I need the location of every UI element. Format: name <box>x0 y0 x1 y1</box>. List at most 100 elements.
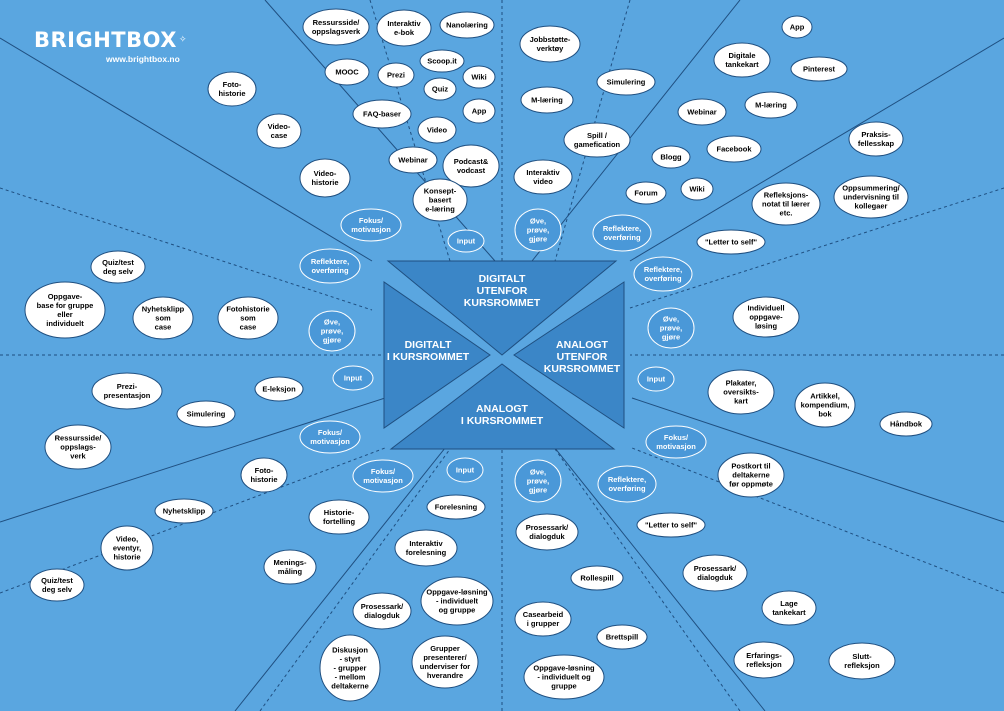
phase-fokus-right-label: Fokus/motivasjon <box>656 433 696 451</box>
bubble-quiz-left-bottom-shape <box>29 568 85 602</box>
bubble-grupper-presenterer-shape <box>411 635 479 689</box>
bubble-simulering-left-label: Simulering <box>187 410 226 419</box>
bubble-mooc-shape <box>324 58 370 86</box>
bubble-webinar-right-label: Webinar <box>687 108 717 117</box>
bubble-sluttrefleksjon-label: Slutt-refleksjon <box>844 652 880 670</box>
phase-fokus-left-shape <box>299 420 361 454</box>
bubble-nanolaering-label: Nanolæring <box>446 21 488 30</box>
phase-fokus-bottom: Fokus/motivasjon <box>352 459 414 493</box>
bubble-videocase: Video-case <box>256 113 302 149</box>
bubble-prezi-presentasjon-shape <box>91 372 163 410</box>
bubble-letter-bottom: "Letter to self" <box>636 512 706 538</box>
brand-mark-icon: ✧ <box>178 35 187 45</box>
phase-ove-right: Øve,prøve,gjøre <box>647 307 695 349</box>
bubble-pinterest-shape <box>790 56 848 82</box>
bubble-forum-label: Forum <box>634 189 658 198</box>
bubble-quiz-top: Quiz <box>423 77 457 101</box>
bubble-mlaering-top: M-læring <box>520 86 574 114</box>
phase-input-right-label: Input <box>647 375 666 384</box>
bubble-prezi-top-label: Prezi <box>387 71 405 80</box>
divider-line <box>631 397 1004 523</box>
bubble-ressursside-left-shape <box>44 424 112 470</box>
bubble-forelesning: Forelesning <box>426 494 486 520</box>
bubble-mlaering-right: M-læring <box>744 91 798 119</box>
bubble-historiefortelling-label: Historie-fortelling <box>323 508 355 526</box>
phase-reflektere-bottom-label: Reflektere,overføring <box>608 475 646 493</box>
bubble-eleksjon-shape <box>254 376 304 402</box>
bubble-simulering-left-shape <box>176 400 236 428</box>
phase-labels: Fokus/motivasjonInputØve,prøve,gjøreRefl… <box>299 208 707 503</box>
bubble-facebook-label: Facebook <box>716 145 752 154</box>
bubble-lage-tankekart-shape <box>761 590 817 626</box>
bubble-videocase-label: Video-case <box>268 122 291 140</box>
bubble-simulering-top-shape <box>596 68 656 96</box>
brand-url: www.brightbox.no <box>106 54 180 64</box>
bubble-spill-shape <box>563 122 631 158</box>
bubble-mlaering-top-label: M-læring <box>531 96 563 105</box>
bubble-prosessark-bottom-shape <box>352 592 412 630</box>
bubble-app-right-shape <box>781 15 813 39</box>
phase-reflektere-right-shape <box>633 256 693 292</box>
divider-line <box>0 397 386 523</box>
bubble-prosessark-right-shape <box>682 554 748 592</box>
bubble-brettspill-label: Brettspill <box>606 633 639 642</box>
bubble-handbok: Håndbok <box>879 411 933 437</box>
bubble-brettspill: Brettspill <box>596 624 648 650</box>
phase-reflektere-left-label: Reflektere,overføring <box>311 257 349 275</box>
bubble-spill-label: Spill /gamefication <box>574 131 621 149</box>
bubble-fotohistorie-top: Foto-historie <box>207 71 257 107</box>
bubble-forum-shape <box>625 181 667 205</box>
bubble-plakater-label: Plakater,oversikts-kart <box>723 379 759 406</box>
bubble-eleksjon: E-leksjon <box>254 376 304 402</box>
bubble-wiki-right-label: Wiki <box>689 185 704 194</box>
phase-input-left-label: Input <box>344 374 363 383</box>
bubble-forelesning-label: Forelesning <box>435 503 478 512</box>
bubble-wiki-top: Wiki <box>462 65 496 89</box>
bubble-artikkel: Artikkel,kompendium,bok <box>794 382 856 428</box>
bubble-webinar-top: Webinar <box>388 146 438 174</box>
bubble-wiki-right: Wiki <box>680 177 714 201</box>
bubble-individuell-oppgave-shape <box>732 296 800 338</box>
bubble-prosessark-bottom-label: Prosessark/dialogduk <box>361 602 404 620</box>
bubble-wiki-top-shape <box>462 65 496 89</box>
bubble-quiz-top-label: Quiz <box>432 85 448 94</box>
bubble-ressursside-left-label: Ressursside/oppslags-verk <box>55 434 103 461</box>
bubble-letter-bottom-label: "Letter to self" <box>645 521 698 530</box>
bubble-webinar-right-shape <box>677 98 727 126</box>
bubble-handbok-shape <box>879 411 933 437</box>
bubble-webinar-right: Webinar <box>677 98 727 126</box>
bubble-artikkel-shape <box>794 382 856 428</box>
bubble-digitale-tankekart-shape <box>713 42 771 78</box>
bubble-erfaringsrefleksjon: Erfarings-refleksjon <box>733 641 795 679</box>
quadrant-right <box>513 281 625 429</box>
bubble-fotohistorie-top-label: Foto-historie <box>218 80 245 98</box>
bubble-app-right: App <box>781 15 813 39</box>
bubble-handbok-label: Håndbok <box>890 420 923 429</box>
bubble-nanolaering-shape <box>439 11 495 39</box>
bubble-jobbstotte: Jobbstøtte-verktøy <box>519 25 581 63</box>
phase-fokus-bottom-shape <box>352 459 414 493</box>
phase-input-right: Input <box>637 366 675 392</box>
bubble-diskusjon-shape <box>319 634 381 702</box>
bubble-letter-top-shape <box>696 229 766 255</box>
bubble-nanolaering: Nanolæring <box>439 11 495 39</box>
phase-reflektere-bottom: Reflektere,overføring <box>597 465 657 503</box>
bubble-video-top-shape <box>417 116 457 144</box>
bubble-fotohistorie-left: Foto-historie <box>240 457 288 493</box>
bubble-podcast-shape <box>442 144 500 188</box>
bubble-ressursside-top-label: Ressursside/oppslagsverk <box>312 18 361 36</box>
